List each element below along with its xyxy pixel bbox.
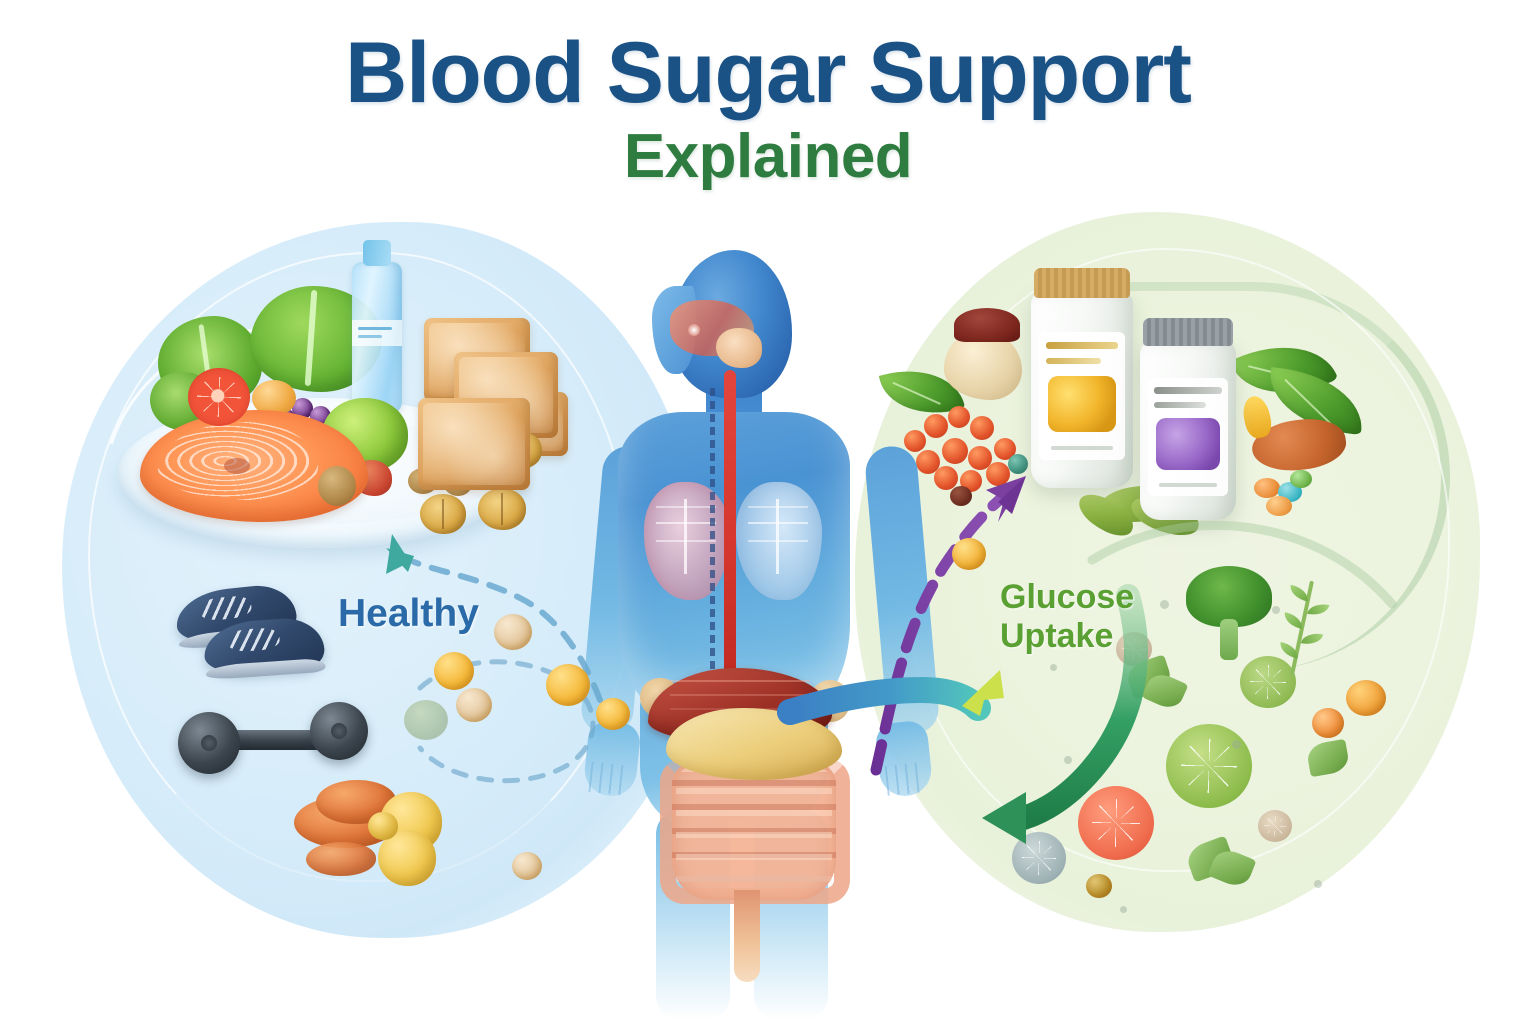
eye — [688, 324, 700, 336]
capsule — [1290, 470, 1312, 488]
purple-capsule-illustration — [1156, 418, 1220, 471]
label-footer-line — [1159, 482, 1217, 487]
left-lung — [644, 482, 730, 600]
mushroom-cap — [954, 308, 1020, 342]
tomato-slice — [188, 368, 250, 426]
label-healthy-text: Healthy — [338, 592, 479, 635]
plant-cell — [1012, 832, 1066, 884]
label-healthy: Healthy — [338, 592, 479, 636]
plant-cell — [1078, 786, 1154, 860]
onion-bulb — [318, 466, 356, 506]
label-text-line — [1045, 357, 1101, 364]
glucose-molecule — [512, 852, 542, 880]
left-hand — [582, 719, 642, 799]
right-hand — [874, 719, 934, 799]
dumbbell-weight — [178, 712, 240, 774]
capsule — [1254, 478, 1280, 498]
potato — [368, 812, 398, 840]
walnut — [420, 494, 466, 534]
supplement-bottle-purple[interactable] — [1140, 340, 1236, 520]
berry — [1086, 874, 1112, 898]
human-body-figure — [520, 250, 1000, 1020]
berry — [1346, 680, 1386, 716]
speck — [1064, 756, 1072, 764]
label-glucose-line2: Uptake — [1000, 616, 1114, 655]
bottle-label-gold — [1039, 332, 1125, 460]
shoe-laces — [226, 626, 281, 653]
page-subtitle: Explained — [623, 121, 913, 191]
salivary-gland — [716, 328, 762, 368]
right-lung — [736, 482, 822, 600]
label-footer-line — [1051, 445, 1113, 450]
label-glucose-line1: Glucose — [1000, 578, 1135, 616]
supplement-bottle-gold[interactable] — [1031, 290, 1133, 488]
title-block: Blood Sugar Support Explained — [0, 25, 1536, 191]
speck — [1160, 600, 1169, 609]
label-text-line — [1045, 342, 1119, 350]
dumbbell-weight — [310, 702, 368, 760]
speck — [1050, 664, 1057, 671]
plant-cell — [1166, 724, 1252, 808]
glucose-molecule — [434, 652, 474, 690]
dumbbell-bar — [214, 730, 334, 750]
right-arm — [863, 444, 941, 736]
glucose-molecule — [494, 614, 532, 650]
broccoli — [1186, 566, 1272, 660]
plant-cell — [1258, 810, 1292, 842]
bottle-cap-gray[interactable] — [1143, 318, 1233, 346]
glucose-molecule — [456, 688, 492, 722]
small-intestine — [672, 762, 836, 900]
broccoli-crown — [1186, 566, 1272, 627]
sweet-potato-slice — [306, 842, 376, 876]
water-bottle — [352, 240, 402, 414]
speck — [1272, 606, 1280, 614]
label-text-line — [1154, 387, 1222, 395]
broccoli-stem — [1220, 619, 1238, 660]
esophagus — [724, 370, 736, 688]
bottle-cap-wood[interactable] — [1034, 268, 1130, 298]
capsule — [1266, 496, 1292, 516]
walnut — [478, 488, 526, 530]
rectum — [734, 890, 760, 982]
gold-capsule-illustration — [1047, 375, 1117, 432]
bottle-label-purple — [1148, 378, 1228, 496]
vagus-nerve — [710, 388, 715, 678]
plant-cell — [1240, 656, 1296, 708]
plant-cell — [404, 700, 448, 740]
bread-slice — [418, 398, 530, 490]
label-text-line — [1154, 401, 1206, 408]
glucose-molecule — [546, 664, 590, 706]
speck — [1314, 880, 1322, 888]
berry — [1312, 708, 1344, 738]
glucose-molecule — [596, 698, 630, 730]
speck — [1232, 740, 1241, 749]
label-glucose-uptake: Glucose Uptake — [1000, 578, 1134, 656]
water-bottle-label — [352, 320, 402, 346]
shoe-laces — [198, 594, 253, 622]
glucose-molecule — [952, 538, 986, 570]
speck — [1120, 906, 1127, 913]
page-title: Blood Sugar Support — [345, 25, 1192, 121]
